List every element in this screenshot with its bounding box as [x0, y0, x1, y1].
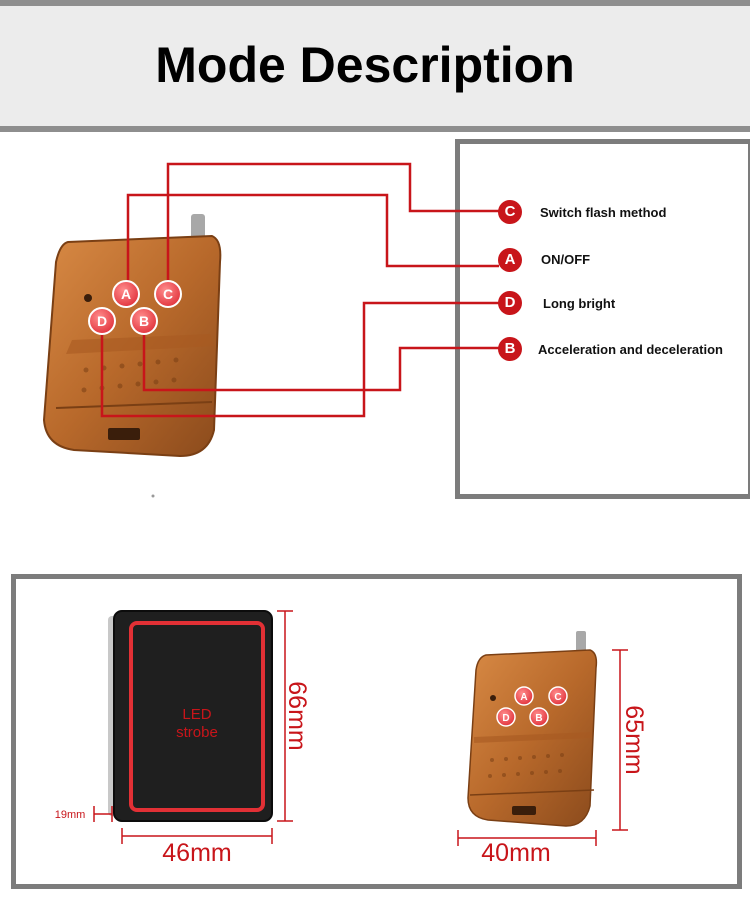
remote-top — [42, 214, 222, 458]
remote-bottom-button-b: B — [535, 713, 542, 724]
controller-dim-lines — [93, 610, 293, 844]
controller-height-label: 66mm — [283, 681, 311, 750]
remote-dim-lines — [457, 649, 628, 846]
legend-label-on-off: ON/OFF — [541, 252, 591, 267]
controller-label-led: LED — [182, 706, 211, 723]
badge-d: D — [498, 291, 522, 315]
remote-bottom: A C D B — [467, 631, 598, 827]
remote-top-buttons: A C D B — [88, 280, 182, 335]
remote-bottom-button-c: C — [554, 692, 561, 703]
title-bottom-rule — [0, 126, 750, 132]
page-title: Mode Description — [155, 37, 575, 93]
remote-keyring-slot — [108, 428, 140, 440]
leader-b — [142, 326, 499, 392]
badge-b: B — [498, 337, 522, 361]
remote-height-label: 65mm — [620, 705, 648, 774]
controller-width-label: 46mm — [162, 839, 231, 867]
title-band — [0, 6, 750, 126]
top-rule — [0, 0, 750, 6]
leader-a — [126, 193, 499, 292]
controller-depth-label: 19mm — [55, 809, 86, 821]
remote-bottom-button-d: D — [502, 713, 509, 724]
leader-d — [100, 301, 499, 418]
remote-width-label: 40mm — [481, 839, 550, 867]
legend-label-switch-flash: Switch flash method — [540, 205, 667, 220]
controller-label-strobe: strobe — [176, 724, 218, 741]
remote-button-c: C — [163, 286, 173, 302]
remote-button-d: D — [97, 313, 107, 329]
remote-bottom-button-a: A — [520, 692, 527, 703]
remote-button-a: A — [121, 286, 131, 302]
legend-label-acceleration: Acceleration and deceleration — [538, 342, 723, 357]
leader-lines — [100, 162, 499, 418]
remote-button-b: B — [139, 313, 149, 329]
led-controller: LED strobe — [108, 610, 273, 822]
badge-a: A — [498, 248, 522, 272]
legend-label-long-bright: Long bright — [543, 296, 616, 311]
leader-c — [166, 162, 499, 292]
legend-box — [455, 139, 750, 499]
badge-c: C — [498, 200, 522, 224]
